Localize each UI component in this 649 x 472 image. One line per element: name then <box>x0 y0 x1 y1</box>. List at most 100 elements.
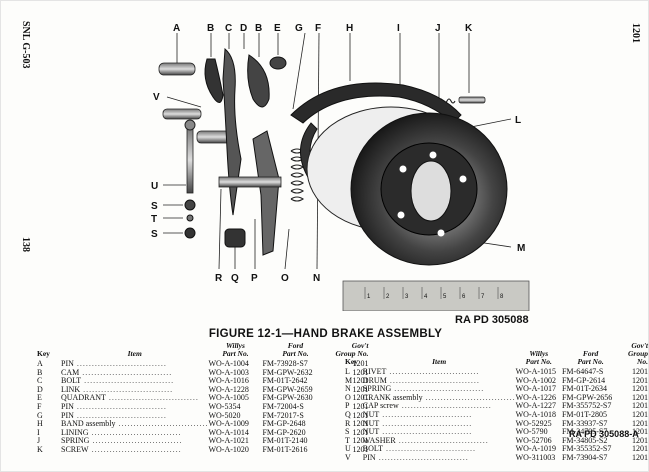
row-key-text: C <box>37 376 43 386</box>
row-key-text: G <box>37 410 43 420</box>
leader-dots: .............................. <box>73 411 167 420</box>
col-item: Item <box>432 357 447 366</box>
table-ra-reference: RA PD 305088-A <box>569 429 639 439</box>
row-ford-part: FM-73904-S7 <box>562 453 619 463</box>
leader-dots: .............................. <box>398 402 492 411</box>
row-item-text: LINK <box>61 385 81 394</box>
row-item-text: CAM <box>61 368 80 377</box>
row-willys-part: WO-A-1014 <box>208 427 262 438</box>
hand-brake-illustration: A B C D B E G F H I J K V L U S T S M R … <box>151 23 530 311</box>
row-key-text: D <box>37 384 43 394</box>
row-willys-part: WO-A-1228 <box>208 384 262 395</box>
row-willys-part: WO-A-1019 <box>516 445 562 454</box>
row-item: CRANK assembly .........................… <box>363 394 516 403</box>
callout-p: P <box>251 273 258 284</box>
row-willys-part: WO-A-1004 <box>208 359 262 369</box>
row-key: M <box>345 376 363 386</box>
leader-dots: .............................. <box>395 436 489 445</box>
row-gov-group: 1201 <box>328 411 368 421</box>
callout-c: C <box>225 23 232 34</box>
row-ford-part-text: FM-355752-S7 <box>561 401 612 411</box>
row-gov-group: 1201 <box>619 419 648 429</box>
row-ford-part-text: FM-01T-2140 <box>262 436 308 446</box>
row-gov-group: 1201 <box>328 401 369 412</box>
row-willys-part-text: WO-A-1021 <box>208 436 249 446</box>
callout-s2: S <box>151 229 158 240</box>
row-gov-group-text: 1201 <box>632 375 648 385</box>
row-gov-group-text: 1201 <box>632 427 648 437</box>
row-gov-group-text: 1201 <box>632 452 648 462</box>
leader-dots: .............................. <box>379 428 473 437</box>
row-willys-part: WO-A-1017 <box>516 384 562 394</box>
row-key-text: U <box>345 444 351 454</box>
row-key-text: L <box>345 367 350 376</box>
row-key-text: H <box>37 419 43 429</box>
col-key: Key <box>345 357 358 366</box>
row-ford-part: FM-GPW-2659 <box>262 385 328 395</box>
row-ford-part-text: FM-GPW-2656 <box>561 392 613 402</box>
row-willys-part: WO-A-1021 <box>208 437 262 446</box>
row-willys-part-text: WO-5020 <box>208 410 241 420</box>
callout-h: H <box>346 23 353 34</box>
row-key-text: J <box>37 436 41 446</box>
row-key-text: K <box>37 444 43 454</box>
row-willys-part-text: WO-A-1014 <box>208 427 249 437</box>
row-ford-part: FM-GP-2620 <box>262 428 328 438</box>
row-willys-part-text: WO-A-1020 <box>208 444 249 454</box>
row-willys-part: WO-A-1009 <box>208 419 262 429</box>
callout-u: U <box>151 181 158 192</box>
scale-2: 2 <box>386 294 390 300</box>
row-key: U <box>345 445 363 454</box>
callout-o: O <box>281 273 289 284</box>
row-willys-part: WO-5790 <box>516 427 562 437</box>
row-willys-part-text: WO-A-1015 <box>515 367 557 376</box>
leader-dots: .............................. <box>73 402 167 411</box>
row-gov-group-text: 1201 <box>352 401 369 411</box>
row-key: S <box>345 427 363 437</box>
row-ford-part: FM-34805-S2 <box>562 436 619 446</box>
row-willys-part-text: WO-A-1005 <box>208 393 249 403</box>
row-key: T <box>345 436 363 446</box>
row-key-text: R <box>345 418 351 428</box>
row-key-text: E <box>37 393 42 403</box>
row-gov-group-text: 1201 <box>632 367 648 376</box>
row-gov-group-text: 1201 <box>352 427 369 437</box>
scale-6: 6 <box>462 294 466 300</box>
row-item: BOLT .............................. <box>61 377 208 386</box>
row-willys-part: WO-5020 <box>208 410 262 421</box>
leader-dots: .............................. <box>379 410 473 419</box>
row-item-text: NUT <box>362 428 380 437</box>
row-key-text: P <box>345 401 350 411</box>
leader-dots: .............................. <box>391 385 485 394</box>
row-gov-group-text: 1201 <box>352 436 369 446</box>
col-key: Key <box>37 349 50 358</box>
row-ford-part-text: FM-72017-S <box>262 410 304 420</box>
row-willys-part: WO-52706 <box>515 435 562 446</box>
col-item: Item <box>127 349 142 358</box>
leader-dots: .............................. <box>81 377 175 386</box>
row-key: R <box>345 418 363 429</box>
scale-7: 7 <box>481 294 485 300</box>
row-gov-group: 1201 <box>619 410 648 420</box>
row-item-text: PIN <box>362 453 376 462</box>
row-ford-part: FM-01T-2140 <box>262 437 328 446</box>
leader-dots: .............................. <box>382 445 476 454</box>
row-willys-part: WO-A-1020 <box>208 444 262 455</box>
row-willys-part-text: WO-A-1228 <box>208 384 249 394</box>
row-ford-part: FM-355352-S7 <box>562 445 619 454</box>
row-item: SPRING .............................. <box>363 385 516 394</box>
callout-r: R <box>215 273 223 284</box>
leader-dots: .............................. <box>105 394 199 403</box>
row-ford-part: FM-GPW-2630 <box>262 394 328 403</box>
row-willys-part-text: WO-52706 <box>515 435 552 445</box>
